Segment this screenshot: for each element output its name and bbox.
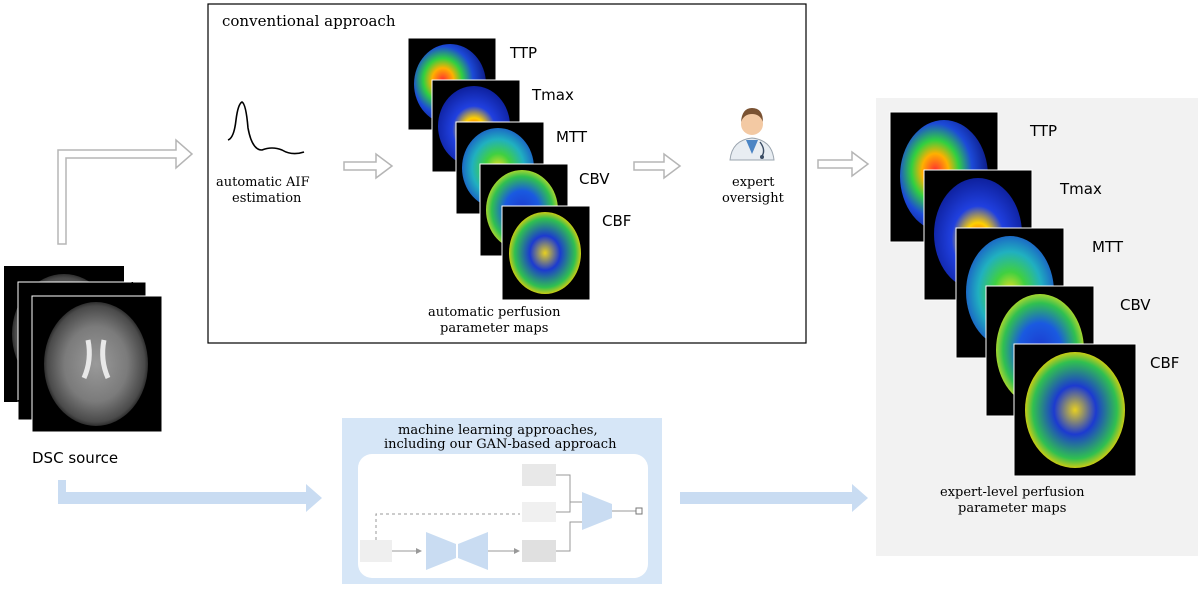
gan-generator-decoder xyxy=(458,532,488,570)
ml-title-line2: including our GAN-based approach xyxy=(384,437,617,452)
dsc-source-label: DSC source xyxy=(32,449,118,467)
aif-label-line1: automatic AIF xyxy=(216,175,310,190)
ml-title-line1: machine learning approaches, xyxy=(398,423,598,438)
out-map-cbf-brain xyxy=(1025,352,1125,468)
output-caption-line1: expert-level perfusion xyxy=(940,485,1085,500)
conventional-maps-stack xyxy=(407,37,591,301)
dsc-ventricles xyxy=(81,339,111,380)
source-to-conventional-arrow xyxy=(57,138,194,245)
dsc-slice-front-brain xyxy=(44,302,148,426)
dsc-dots-bottom: ⋱ xyxy=(16,398,30,414)
conv-label-cbf: CBF xyxy=(602,212,631,230)
aif-to-maps-arrow xyxy=(343,152,394,180)
conv-map-cbf-brain xyxy=(509,212,581,294)
conv-label-mtt: MTT xyxy=(556,128,588,146)
conv-maps-caption-line1: automatic perfusion xyxy=(428,305,561,320)
expert-label-line1: expert xyxy=(732,175,775,190)
gan-generated-block xyxy=(522,540,556,562)
gan-output-node xyxy=(635,507,643,515)
maps-to-expert-arrow xyxy=(633,152,682,180)
gan-generator-encoder xyxy=(426,532,456,570)
conv-label-tmax: Tmax xyxy=(531,86,574,104)
aif-label-line2: estimation xyxy=(232,191,302,206)
source-to-ml-arrow xyxy=(58,480,322,512)
gan-input-block xyxy=(360,540,392,562)
dsc-source-stack: ⋱ ⋱ DSC source xyxy=(4,266,163,467)
dsc-dots-top: ⋱ xyxy=(130,280,144,296)
aif-curve-icon xyxy=(227,101,305,155)
expert-label-line2: oversight xyxy=(722,191,785,206)
out-label-mtt: MTT xyxy=(1092,238,1124,256)
gan-condition-block xyxy=(522,502,556,522)
out-label-cbv: CBV xyxy=(1120,296,1151,314)
doctor-icon xyxy=(729,108,775,161)
conv-label-ttp: TTP xyxy=(509,44,537,62)
ml-to-output-arrow xyxy=(680,484,868,512)
out-label-tmax: Tmax xyxy=(1059,180,1102,198)
conv-label-cbv: CBV xyxy=(579,170,610,188)
gan-real-block xyxy=(522,464,556,486)
conventional-to-output-arrow xyxy=(817,150,870,178)
output-caption-line2: parameter maps xyxy=(958,501,1066,516)
out-label-cbf: CBF xyxy=(1150,354,1179,372)
gan-network-schematic xyxy=(360,464,643,570)
conv-maps-caption-line2: parameter maps xyxy=(440,321,548,336)
conventional-approach-title: conventional approach xyxy=(222,12,396,30)
gan-discriminator xyxy=(582,492,612,530)
out-label-ttp: TTP xyxy=(1029,122,1057,140)
output-maps-stack xyxy=(889,111,1137,477)
